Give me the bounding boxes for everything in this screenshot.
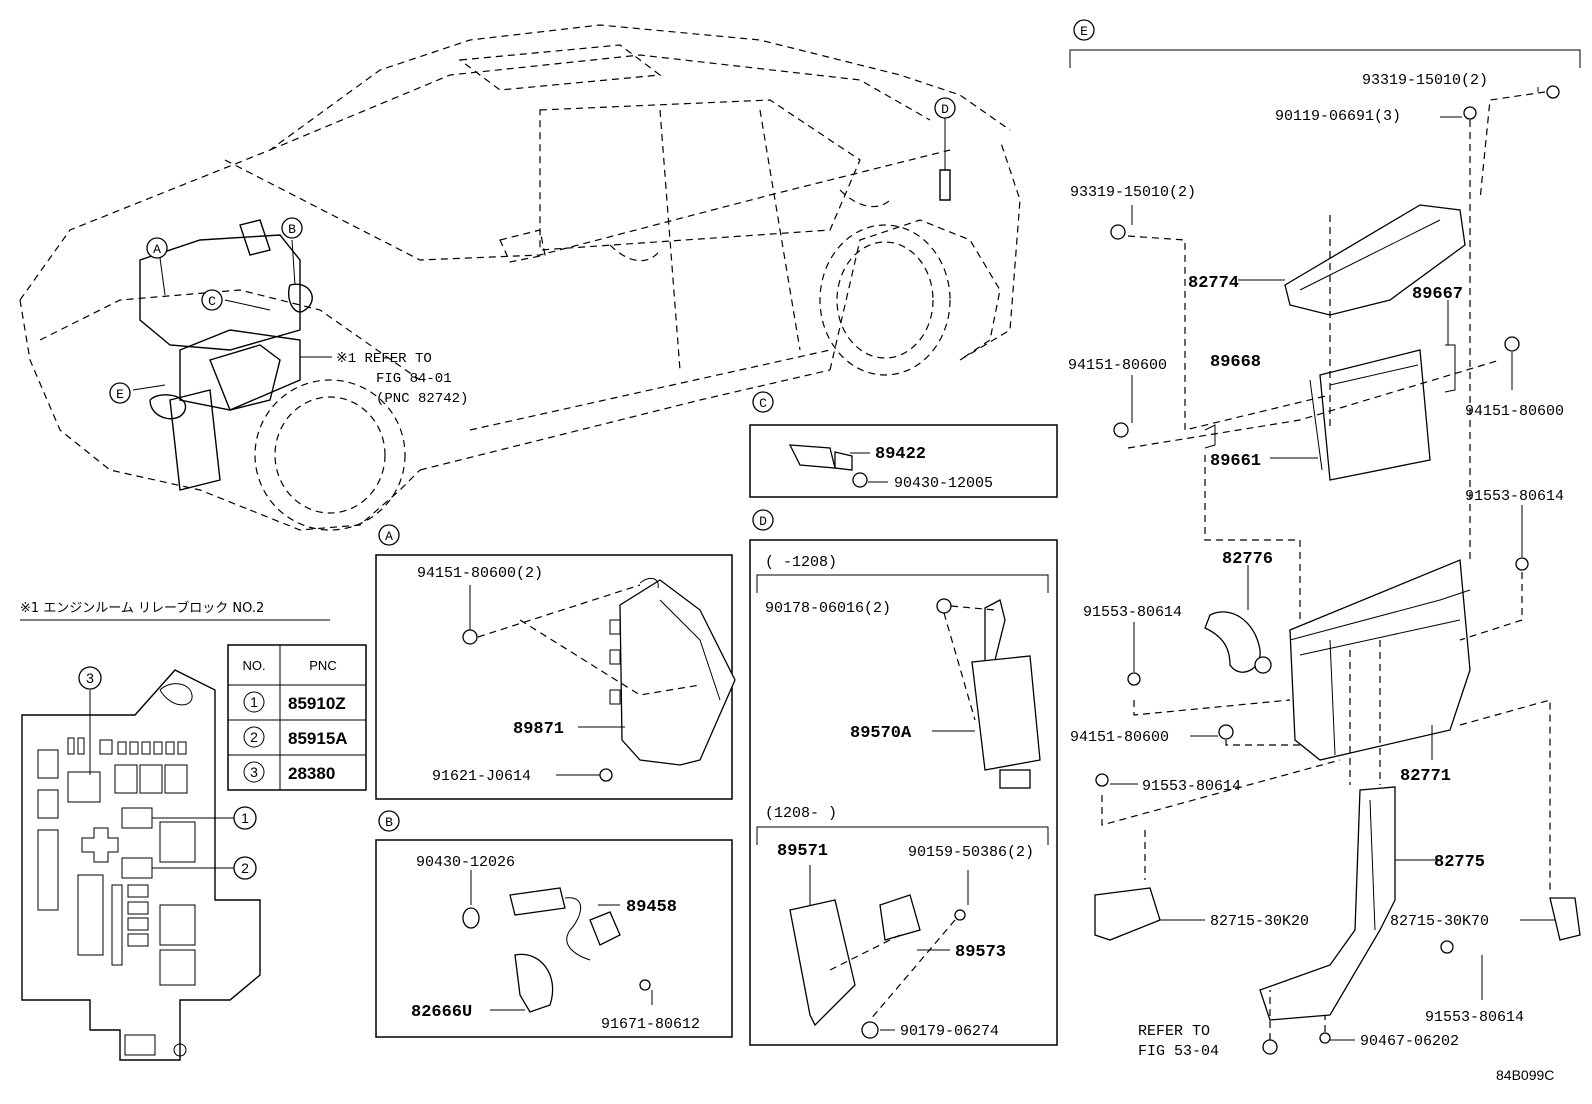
refer-note-line2: FIG 84-01 (376, 371, 452, 387)
pnc-header-pnc: PNC (309, 658, 336, 673)
svg-text:3: 3 (250, 764, 258, 780)
label-82715-30k70: 82715-30K70 (1390, 913, 1489, 930)
label-fig-53-04: FIG 53-04 (1138, 1043, 1219, 1060)
range-bottom: (1208- ) (765, 805, 837, 822)
label-89667: 89667 (1412, 285, 1463, 304)
svg-text:28380: 28380 (288, 764, 335, 783)
label-90179-06274: 90179-06274 (900, 1023, 999, 1040)
label-93319-15010-top: 93319-15010(2) (1362, 72, 1488, 89)
label-90430-12026: 90430-12026 (416, 854, 515, 871)
relay-block-title: ※1 エンジンルーム リレーブロック NO.2 (20, 600, 264, 616)
callout-a: A (146, 237, 168, 259)
svg-text:E: E (116, 387, 124, 402)
svg-text:D: D (941, 102, 949, 117)
label-82666u: 82666U (411, 1003, 472, 1022)
label-82775: 82775 (1434, 853, 1485, 872)
relay-callout-2: 2 (233, 856, 257, 880)
callout-b: B (281, 217, 303, 239)
label-89458: 89458 (626, 898, 677, 917)
label-91553-80614-left: 91553-80614 (1083, 604, 1182, 621)
refer-note-line3: (PNC 82742) (376, 391, 468, 407)
label-89661: 89661 (1210, 452, 1261, 471)
label-91671-80612: 91671-80612 (601, 1016, 700, 1033)
label-89573: 89573 (955, 943, 1006, 962)
label-94151-80600-lower: 94151-80600 (1070, 729, 1169, 746)
label-90430-12005: 90430-12005 (894, 475, 993, 492)
label-82776: 82776 (1222, 550, 1273, 569)
label-89570a: 89570A (850, 724, 912, 743)
svg-text:A: A (385, 529, 393, 544)
svg-text:2: 2 (250, 729, 258, 745)
svg-text:3: 3 (86, 670, 94, 686)
label-90178-06016: 90178-06016(2) (765, 600, 891, 617)
svg-text:B: B (385, 815, 393, 830)
range-top: ( -1208) (765, 554, 837, 571)
table-row: 2 85915A (243, 726, 348, 748)
label-89871: 89871 (513, 720, 564, 739)
pnc-table: NO. PNC 1 85910Z 2 85915A 3 28380 (227, 644, 367, 791)
label-82774: 82774 (1188, 274, 1239, 293)
label-refer-to: REFER TO (1138, 1023, 1210, 1040)
label-82771: 82771 (1400, 767, 1451, 786)
svg-text:85910Z: 85910Z (288, 694, 346, 713)
svg-text:E: E (1080, 24, 1088, 39)
svg-text:85915A: 85915A (288, 729, 348, 748)
relay-callout-3: 3 (78, 666, 102, 690)
section-c: C 89422 90430-12005 (749, 391, 1058, 498)
relay-callout-1: 1 (233, 806, 257, 830)
callout-d: D (934, 97, 956, 119)
label-90119-06691: 90119-06691(3) (1275, 108, 1401, 125)
section-a: A 94151-80600(2) 89871 91621-J0614 (375, 524, 736, 800)
label-89422: 89422 (875, 445, 926, 464)
label-90467-06202: 90467-06202 (1360, 1033, 1459, 1050)
svg-text:1: 1 (250, 694, 258, 710)
label-93319-15010-left: 93319-15010(2) (1070, 184, 1196, 201)
svg-text:B: B (288, 222, 296, 237)
callout-c: C (201, 289, 223, 311)
pnc-header-no: NO. (242, 658, 265, 673)
label-91553-80614-bottom: 91553-80614 (1425, 1009, 1524, 1026)
car-overview: A B C D E ※1 REFER TO FIG 84-01 (PNC 827… (19, 24, 1021, 531)
section-b: B 90430-12026 89458 82666U 91671-80612 (375, 810, 733, 1038)
fuse-row (99, 739, 187, 755)
label-94151-80600-left: 94151-80600 (1068, 357, 1167, 374)
label-94151-80600-right: 94151-80600 (1465, 403, 1564, 420)
svg-text:D: D (759, 514, 767, 529)
svg-text:A: A (153, 242, 161, 257)
section-d: D ( -1208) 90178-06016(2) 89570A (1208- … (749, 509, 1058, 1046)
refer-note-line1: ※1 REFER TO (336, 351, 432, 367)
svg-text:C: C (759, 396, 767, 411)
label-94151-80600: 94151-80600(2) (417, 565, 543, 582)
label-90159-50386: 90159-50386(2) (908, 844, 1034, 861)
label-91553-80614-mid: 91553-80614 (1142, 778, 1241, 795)
table-row: 1 85910Z (243, 691, 346, 713)
svg-text:1: 1 (241, 810, 249, 826)
label-89571: 89571 (777, 842, 828, 861)
label-89668: 89668 (1210, 353, 1261, 372)
relay-block-section: ※1 エンジンルーム リレーブロック NO.2 (20, 600, 367, 1061)
table-row: 3 28380 (243, 761, 335, 783)
label-91553-80614-right: 91553-80614 (1465, 488, 1564, 505)
svg-text:2: 2 (241, 860, 249, 876)
label-91621-j0614: 91621-J0614 (432, 768, 531, 785)
svg-text:C: C (208, 294, 216, 309)
diagram-code: 84B099C (1496, 1067, 1554, 1083)
section-e: E (1068, 19, 1581, 1060)
callout-e: E (109, 382, 131, 404)
label-82715-30k20: 82715-30K20 (1210, 913, 1309, 930)
